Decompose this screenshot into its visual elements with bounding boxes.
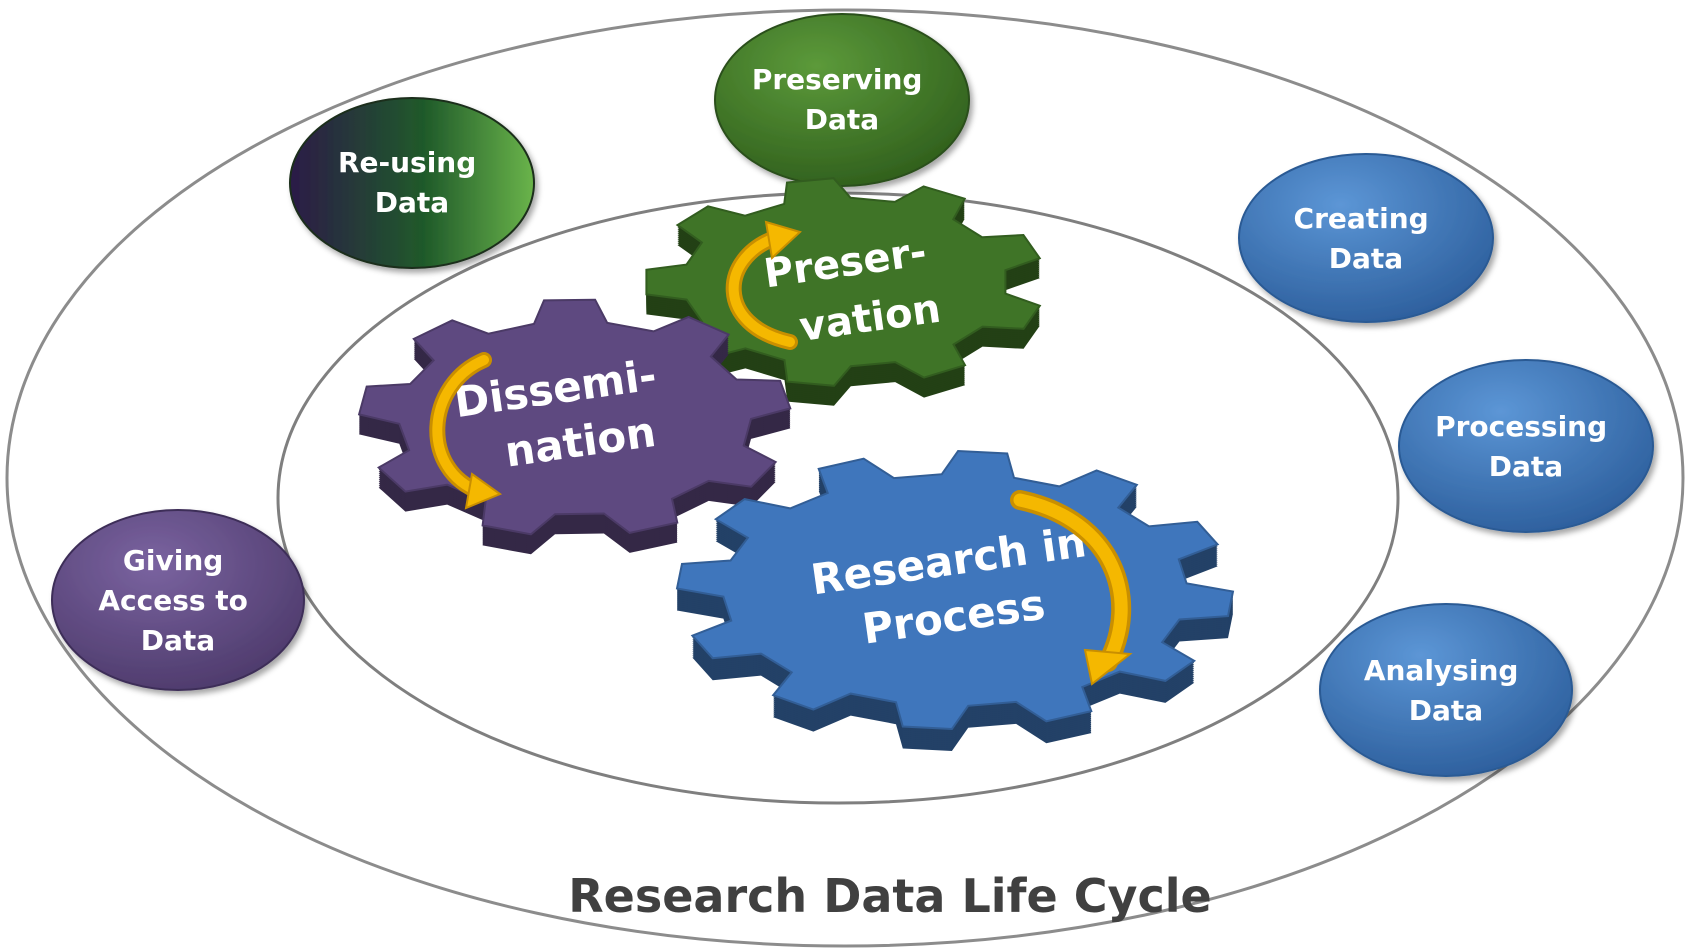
svg-text:Processing Data: Processing Data: [1435, 410, 1617, 483]
svg-text:Preserving Data: Preserving Data: [752, 63, 932, 136]
stage-giving-access-to-data: Giving Access to Data: [51, 509, 305, 691]
diagram-title: Research Data Life Cycle: [568, 869, 1212, 923]
rotation-arrow-preservation: [725, 220, 802, 350]
rotation-arrow-research: [1010, 490, 1133, 686]
stage-label: Re-using: [338, 146, 476, 179]
stage-creating-data: Creating Data: [1238, 153, 1494, 323]
rotation-arrow-dissemination: [429, 352, 503, 510]
svg-text:Giving Access to D: Giving Access to Data: [98, 544, 257, 657]
stage-processing-data: Processing Data: [1398, 359, 1654, 533]
stage-label: Analysing: [1364, 654, 1519, 687]
stage-label: Data: [141, 624, 215, 657]
stage-label: Giving: [123, 544, 223, 577]
stage-preserving-data: Preserving Data: [714, 13, 970, 187]
svg-text:Creating Data: Creating Data: [1294, 202, 1439, 275]
stage-label: Preserving: [752, 63, 923, 96]
stage-analysing-data: Analysing Data: [1319, 603, 1573, 777]
stage-label: Data: [805, 103, 879, 136]
gear-face: [357, 298, 792, 536]
stage-label: Data: [1409, 694, 1483, 727]
stage-label: Access to: [98, 584, 248, 617]
outer-ring: [5, 8, 1685, 948]
stage-label: Processing: [1435, 410, 1607, 443]
svg-text:Analysing Data: Analysing Data: [1364, 654, 1528, 727]
stage-label: Creating: [1294, 202, 1429, 235]
stage-reusing-data: Re-using Data: [289, 97, 535, 269]
stage-label: Data: [1489, 450, 1563, 483]
stage-label: Data: [375, 186, 449, 219]
stage-label: Data: [1329, 242, 1403, 275]
svg-text:Re-using Data: Re-using Data: [338, 146, 486, 219]
